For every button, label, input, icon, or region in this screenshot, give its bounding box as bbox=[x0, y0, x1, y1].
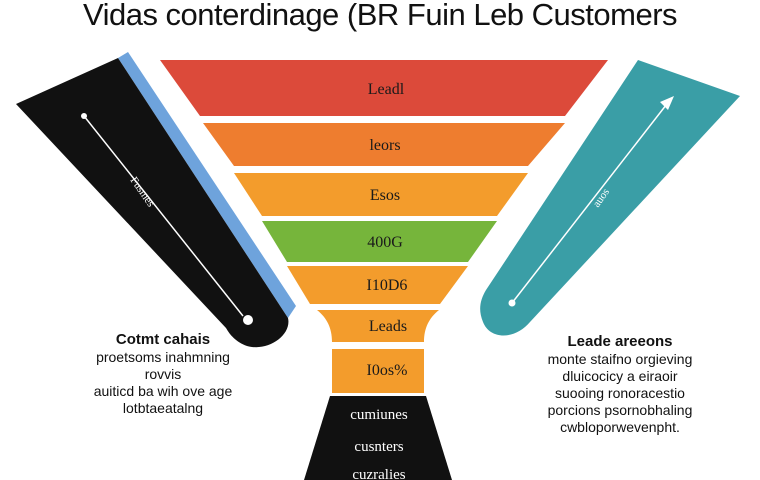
funnel-base: cumiunes cusnters cuzralies bbox=[304, 396, 452, 480]
left-band-accent bbox=[118, 52, 296, 318]
funnel-stage-6-label: Leads bbox=[369, 318, 407, 335]
right-description: Leade areeons monte staifno orgieving dl… bbox=[520, 332, 720, 436]
left-band: Fusmes bbox=[16, 52, 296, 348]
funnel-stage-2 bbox=[203, 123, 565, 166]
arrow-up-icon bbox=[660, 96, 674, 110]
right-description-line: porcions psornobhaling bbox=[547, 402, 693, 418]
right-band: auos bbox=[480, 60, 740, 336]
funnel-stage-4-label: 400G bbox=[367, 234, 403, 251]
funnel-stage-7-label: I0os% bbox=[367, 362, 408, 379]
funnel-stage-3 bbox=[234, 173, 528, 216]
right-band-line bbox=[511, 99, 671, 304]
page-title: Vidas conterdinage (BR Fuin Leb Customer… bbox=[82, 0, 678, 32]
right-description-heading: Leade areeons bbox=[567, 333, 673, 350]
funnel-stage-1 bbox=[160, 60, 608, 116]
funnel-stage-7 bbox=[332, 349, 424, 393]
funnel-stage-6 bbox=[317, 310, 439, 342]
funnel-stage-1-label: Leadl bbox=[368, 81, 405, 98]
right-description-line: cwbloporwevenpht. bbox=[560, 419, 680, 435]
right-description-line: monte staifno orgieving bbox=[547, 351, 693, 367]
left-description-line: rovvis bbox=[144, 366, 182, 382]
funnel-stage-5 bbox=[287, 266, 468, 304]
right-band-dot-bottom bbox=[508, 299, 516, 307]
funnel-stage-2-label: leors bbox=[369, 137, 400, 154]
funnel-base-label-1: cumiunes bbox=[350, 407, 408, 423]
funnel-stage-5-label: I10D6 bbox=[367, 277, 408, 294]
left-description-line: auiticd ba wih ove age bbox=[93, 383, 233, 399]
funnel-stages: Leadl leors Esos 400G I10D6 Leads I0os% bbox=[160, 60, 608, 393]
left-description-heading: Cotmt cahais bbox=[115, 331, 211, 348]
left-band-dot-bottom bbox=[243, 315, 253, 325]
right-description-line: dluicocicy a eiraoir bbox=[562, 368, 678, 384]
right-band-body bbox=[480, 60, 740, 336]
funnel-base-shape bbox=[304, 396, 452, 480]
left-description: Cotmt cahais proetsoms inahmning rovvis … bbox=[68, 330, 258, 417]
left-description-line: lotbtaeatalng bbox=[122, 400, 204, 416]
funnel-stage-4 bbox=[262, 221, 497, 262]
funnel-base-label-3: cuzralies bbox=[352, 467, 405, 480]
left-description-line: proetsoms inahmning bbox=[96, 349, 230, 365]
funnel-base-label-2: cusnters bbox=[354, 439, 403, 455]
funnel-stage-3-label: Esos bbox=[370, 187, 400, 204]
left-band-line bbox=[83, 115, 244, 317]
right-description-line: suooing ronoracestio bbox=[555, 385, 685, 401]
left-band-dot-top bbox=[81, 113, 87, 119]
